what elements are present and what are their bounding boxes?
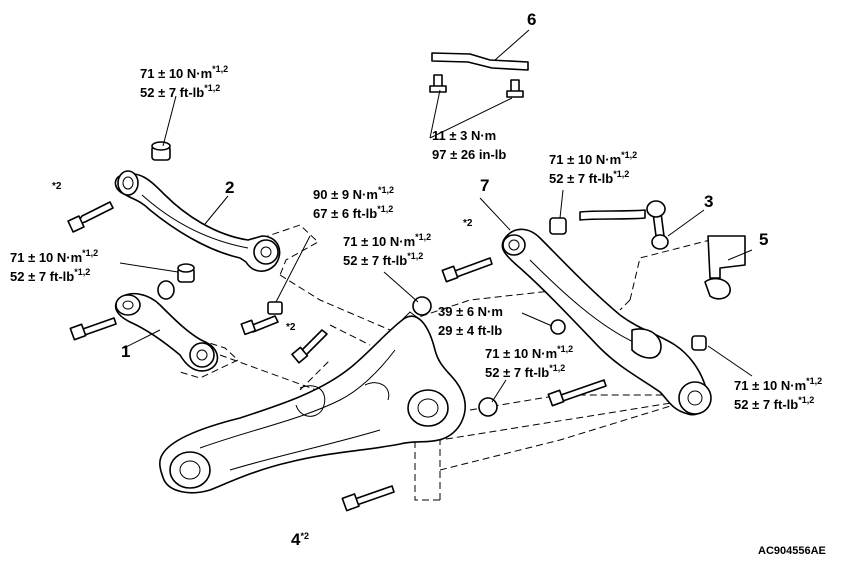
torque-imperial: 67 ± 6 ft-lb*1,2 [313, 204, 394, 222]
torque-imperial: 52 ± 7 ft-lb*1,2 [485, 363, 566, 381]
torque-imperial: 97 ± 26 in-lb [432, 147, 507, 162]
torque-metric: 71 ± 10 N·m*1,2 [10, 248, 99, 266]
bolt-upper-arm [67, 201, 114, 233]
lower-arm-part-7 [501, 228, 712, 416]
part-number-7: 7 [480, 176, 490, 195]
torque-metric: 90 ± 9 N·m*1,2 [313, 185, 394, 203]
torque-spec-center-low: 71 ± 10 N·m*1,2 52 ± 7 ft-lb*1,2 [485, 344, 573, 382]
nut-upper-arm-top [151, 141, 171, 161]
upper-arm-part-2 [114, 170, 281, 272]
star-mark-arm7-bolt: *2 [463, 218, 473, 229]
part-number-1: 1 [121, 342, 131, 361]
torque-imperial: 52 ± 7 ft-lb*1,2 [140, 83, 221, 101]
star-mark-center-bolt: *2 [286, 322, 296, 333]
bolt-part-4 [341, 485, 395, 512]
torque-imperial: 52 ± 7 ft-lb*1,2 [734, 395, 815, 413]
figure-code: AC904556AE [758, 545, 826, 557]
torque-metric: 71 ± 10 N·m*1,2 [734, 376, 823, 394]
part-number-2: 2 [225, 178, 235, 197]
part-number-5: 5 [759, 230, 769, 249]
bolt-lower-arm [69, 317, 117, 341]
nut-right-low [691, 335, 707, 351]
leader-lines [119, 29, 753, 403]
torque-imperial: 52 ± 7 ft-lb*1,2 [343, 251, 424, 269]
torque-imperial: 29 ± 4 ft-lb [438, 323, 503, 338]
torque-spec-center-mid: 71 ± 10 N·m*1,2 52 ± 7 ft-lb*1,2 [343, 232, 431, 270]
part-number-4: 4*2 [291, 530, 309, 549]
torque-metric: 71 ± 10 N·m*1,2 [549, 150, 638, 168]
part-number-6: 6 [527, 10, 537, 29]
torque-spec-center-top: 90 ± 9 N·m*1,2 67 ± 6 ft-lb*1,2 [313, 185, 394, 223]
bracket-part-6 [429, 52, 529, 98]
nut-arm-7-mid [550, 319, 566, 335]
nut-arm-7-top [549, 217, 567, 235]
star-mark-arm2-bolt: *2 [52, 181, 62, 192]
torque-imperial: 52 ± 7 ft-lb*1,2 [10, 267, 91, 285]
torque-imperial: 52 ± 7 ft-lb*1,2 [549, 169, 630, 187]
lower-arm-part-1 [114, 292, 219, 372]
torque-spec-arm7-mid: 39 ± 6 N·m 29 ± 4 ft-lb [438, 302, 503, 340]
bolt-arm-7 [441, 257, 493, 283]
torque-metric: 71 ± 10 N·m*1,2 [140, 64, 229, 82]
torque-spec-left-mid: 71 ± 10 N·m*1,2 52 ± 7 ft-lb*1,2 [10, 248, 98, 286]
torque-spec-top-left: 71 ± 10 N·m*1,2 52 ± 7 ft-lb*1,2 [140, 64, 228, 102]
crossmember-knuckle [159, 311, 466, 494]
shock-absorber-part-5 [704, 235, 746, 300]
torque-spec-bracket-6: 11 ± 3 N·m 97 ± 26 in-lb [432, 126, 506, 164]
torque-spec-stabilizer-link: 71 ± 10 N·m*1,2 52 ± 7 ft-lb*1,2 [549, 150, 637, 188]
bolt-center-mid [291, 329, 328, 364]
bolt-arm-7-low [547, 379, 607, 407]
torque-metric: 71 ± 10 N·m*1,2 [343, 232, 432, 250]
bolt-center-top [240, 301, 283, 336]
torque-spec-right-low: 71 ± 10 N·m*1,2 52 ± 7 ft-lb*1,2 [734, 376, 822, 414]
torque-metric: 71 ± 10 N·m*1,2 [485, 344, 574, 362]
part-4-mark: *2 [300, 531, 309, 541]
torque-metric: 39 ± 6 N·m [438, 304, 503, 319]
torque-metric: 11 ± 3 N·m [432, 128, 497, 143]
part-number-3: 3 [704, 192, 714, 211]
nut-center-low [478, 397, 498, 417]
stabilizer-link-part-3 [579, 200, 669, 250]
nuts-lower-arm [157, 263, 195, 300]
